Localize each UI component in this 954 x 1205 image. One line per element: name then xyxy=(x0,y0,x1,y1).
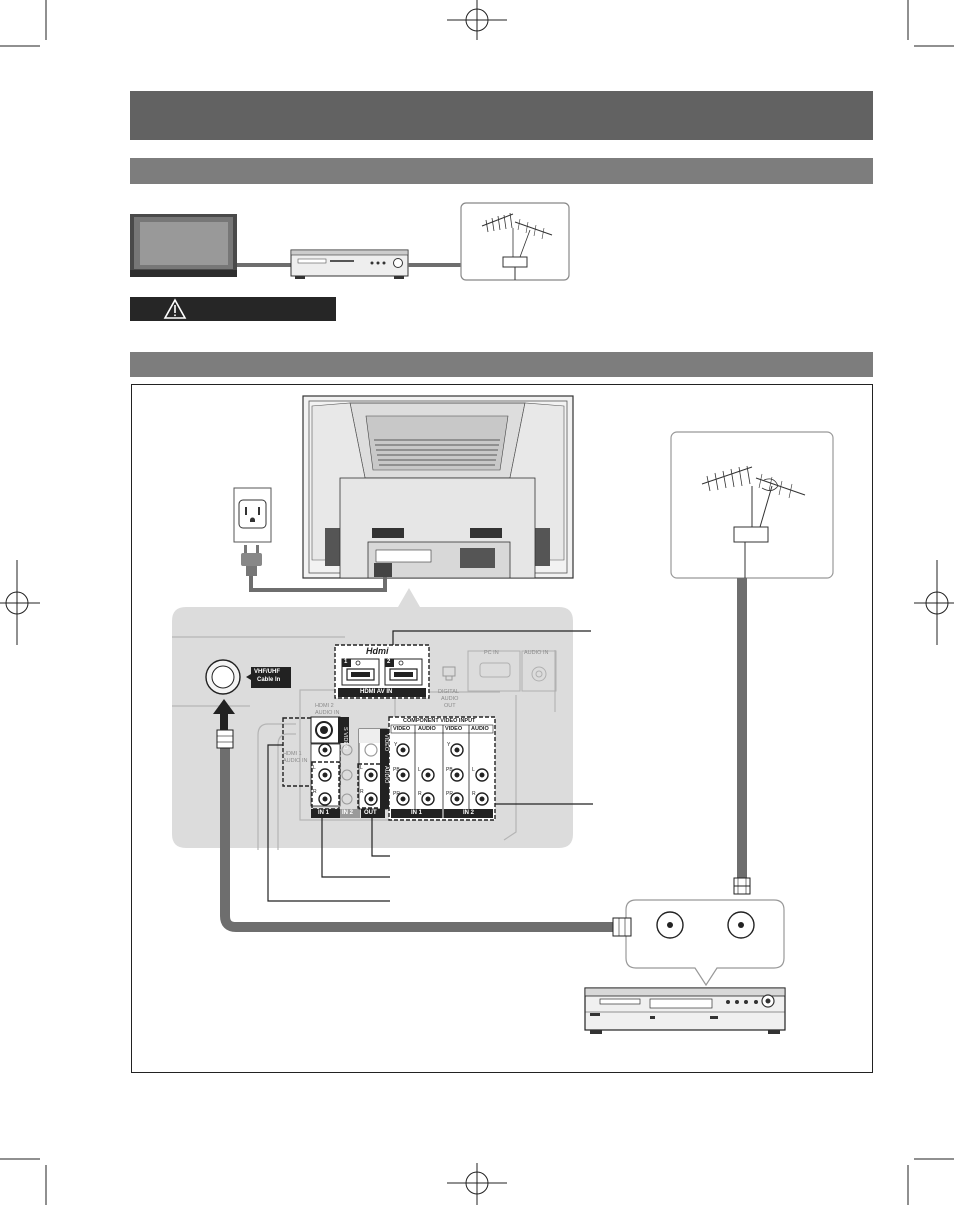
hdmi2-audio-in-label-1: HDMI 2 xyxy=(315,703,334,709)
leader-lines xyxy=(267,630,593,902)
recorder-callout xyxy=(625,899,785,987)
coax-connector-top xyxy=(733,877,751,895)
comp-l-label-2: L xyxy=(472,767,475,773)
antenna-icon-large xyxy=(670,431,834,579)
pc-in-label: PC IN xyxy=(484,650,499,656)
hdmi-logo: Hdmi xyxy=(366,646,389,656)
digital-audio-out-jack xyxy=(442,666,456,681)
hdmi-port-1-number: 1 xyxy=(344,659,348,665)
out-l-label: L xyxy=(360,765,363,771)
audio-vertical-label: AUDIO xyxy=(383,766,389,784)
av-r-label: R xyxy=(313,789,317,795)
comp-pb-label-2: PB xyxy=(446,767,453,773)
comp-y-label-1: Y xyxy=(394,742,398,748)
comp-pr-label-1: PR xyxy=(393,791,400,797)
comp-pr-label-2: PR xyxy=(446,791,453,797)
digital-audio-out-label-2: AUDIO xyxy=(441,696,459,702)
hdmi-av-in-label: HDMI AV IN xyxy=(360,689,393,695)
out-label: OUT xyxy=(364,810,377,816)
component-video-input-label: COMPONENT VIDEO INPUT xyxy=(403,718,476,724)
section-header-2 xyxy=(130,352,873,377)
comp-y-label-2: Y xyxy=(447,742,451,748)
comp-pb-label-1: PB xyxy=(393,767,400,773)
av-input-group xyxy=(282,716,360,818)
comp-header-audio-2: AUDIO xyxy=(471,726,489,732)
in1-label-comp: IN 1 xyxy=(411,810,423,816)
comp-header-video-1: VIDEO xyxy=(393,726,411,732)
caution-bar xyxy=(130,297,336,321)
in2-label-comp: IN 2 xyxy=(463,810,475,816)
antenna-icon xyxy=(460,202,570,281)
hdmi-group xyxy=(334,644,430,699)
hdmi1-audio-in-label-2: AUDIO IN xyxy=(283,758,308,764)
digital-audio-out-label-3: OUT xyxy=(444,703,456,709)
comp-r-label-1: R xyxy=(418,791,422,797)
s-video-label: S VIDEO xyxy=(342,727,348,750)
component-video-group xyxy=(388,716,496,821)
out-r-label: R xyxy=(360,789,364,795)
audio-in-label: AUDIO IN xyxy=(524,650,549,656)
top-diagram xyxy=(130,202,570,281)
recorder-small xyxy=(290,249,409,279)
tv-rear-view xyxy=(249,395,574,592)
hdmi1-audio-in-label-1: HDMI 1 xyxy=(283,751,302,757)
in2-label-av: IN 2 xyxy=(342,810,354,816)
main-diagram-frame xyxy=(131,384,873,1073)
hdmi2-audio-in-label-2: AUDIO IN xyxy=(315,710,340,716)
recorder-large xyxy=(584,987,786,1034)
warning-triangle-icon xyxy=(163,298,187,319)
video-vertical-label: VIDEO xyxy=(383,734,389,752)
pc-in-area xyxy=(467,650,557,692)
title-bar xyxy=(130,91,873,140)
vhf-uhf-label: VHF/UHF xyxy=(254,669,280,675)
comp-header-video-2: VIDEO xyxy=(445,726,463,732)
digital-audio-out-label-1: DIGITAL xyxy=(438,689,459,695)
hdmi-port-2-number: 2 xyxy=(387,659,391,665)
av-l-label: L xyxy=(313,765,316,771)
monitor-out-group xyxy=(357,728,390,818)
tv-small xyxy=(130,214,237,277)
vhf-uhf-jack xyxy=(205,659,291,695)
cable-in-label: Cable In xyxy=(257,677,281,683)
comp-r-label-2: R xyxy=(472,791,476,797)
in1-label-av: IN 1 xyxy=(318,810,330,816)
section-header-1 xyxy=(130,158,873,184)
arrow-up-icon xyxy=(213,699,235,731)
comp-l-label-1: L xyxy=(418,767,421,773)
comp-header-audio-1: AUDIO xyxy=(418,726,436,732)
coax-connector-bottom xyxy=(216,729,632,937)
power-outlet-icon xyxy=(233,487,272,576)
